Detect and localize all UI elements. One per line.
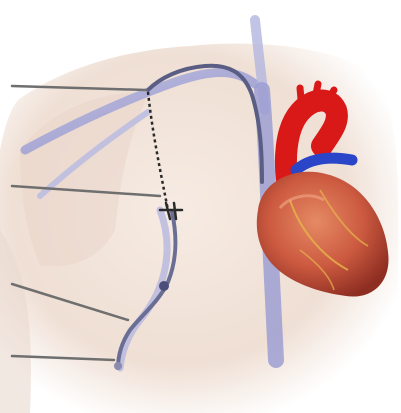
aortic-branch-2: [314, 84, 318, 104]
aortic-branch-1: [300, 88, 302, 110]
catheter-hub: [114, 362, 122, 370]
catheter-cuff: [159, 281, 169, 291]
